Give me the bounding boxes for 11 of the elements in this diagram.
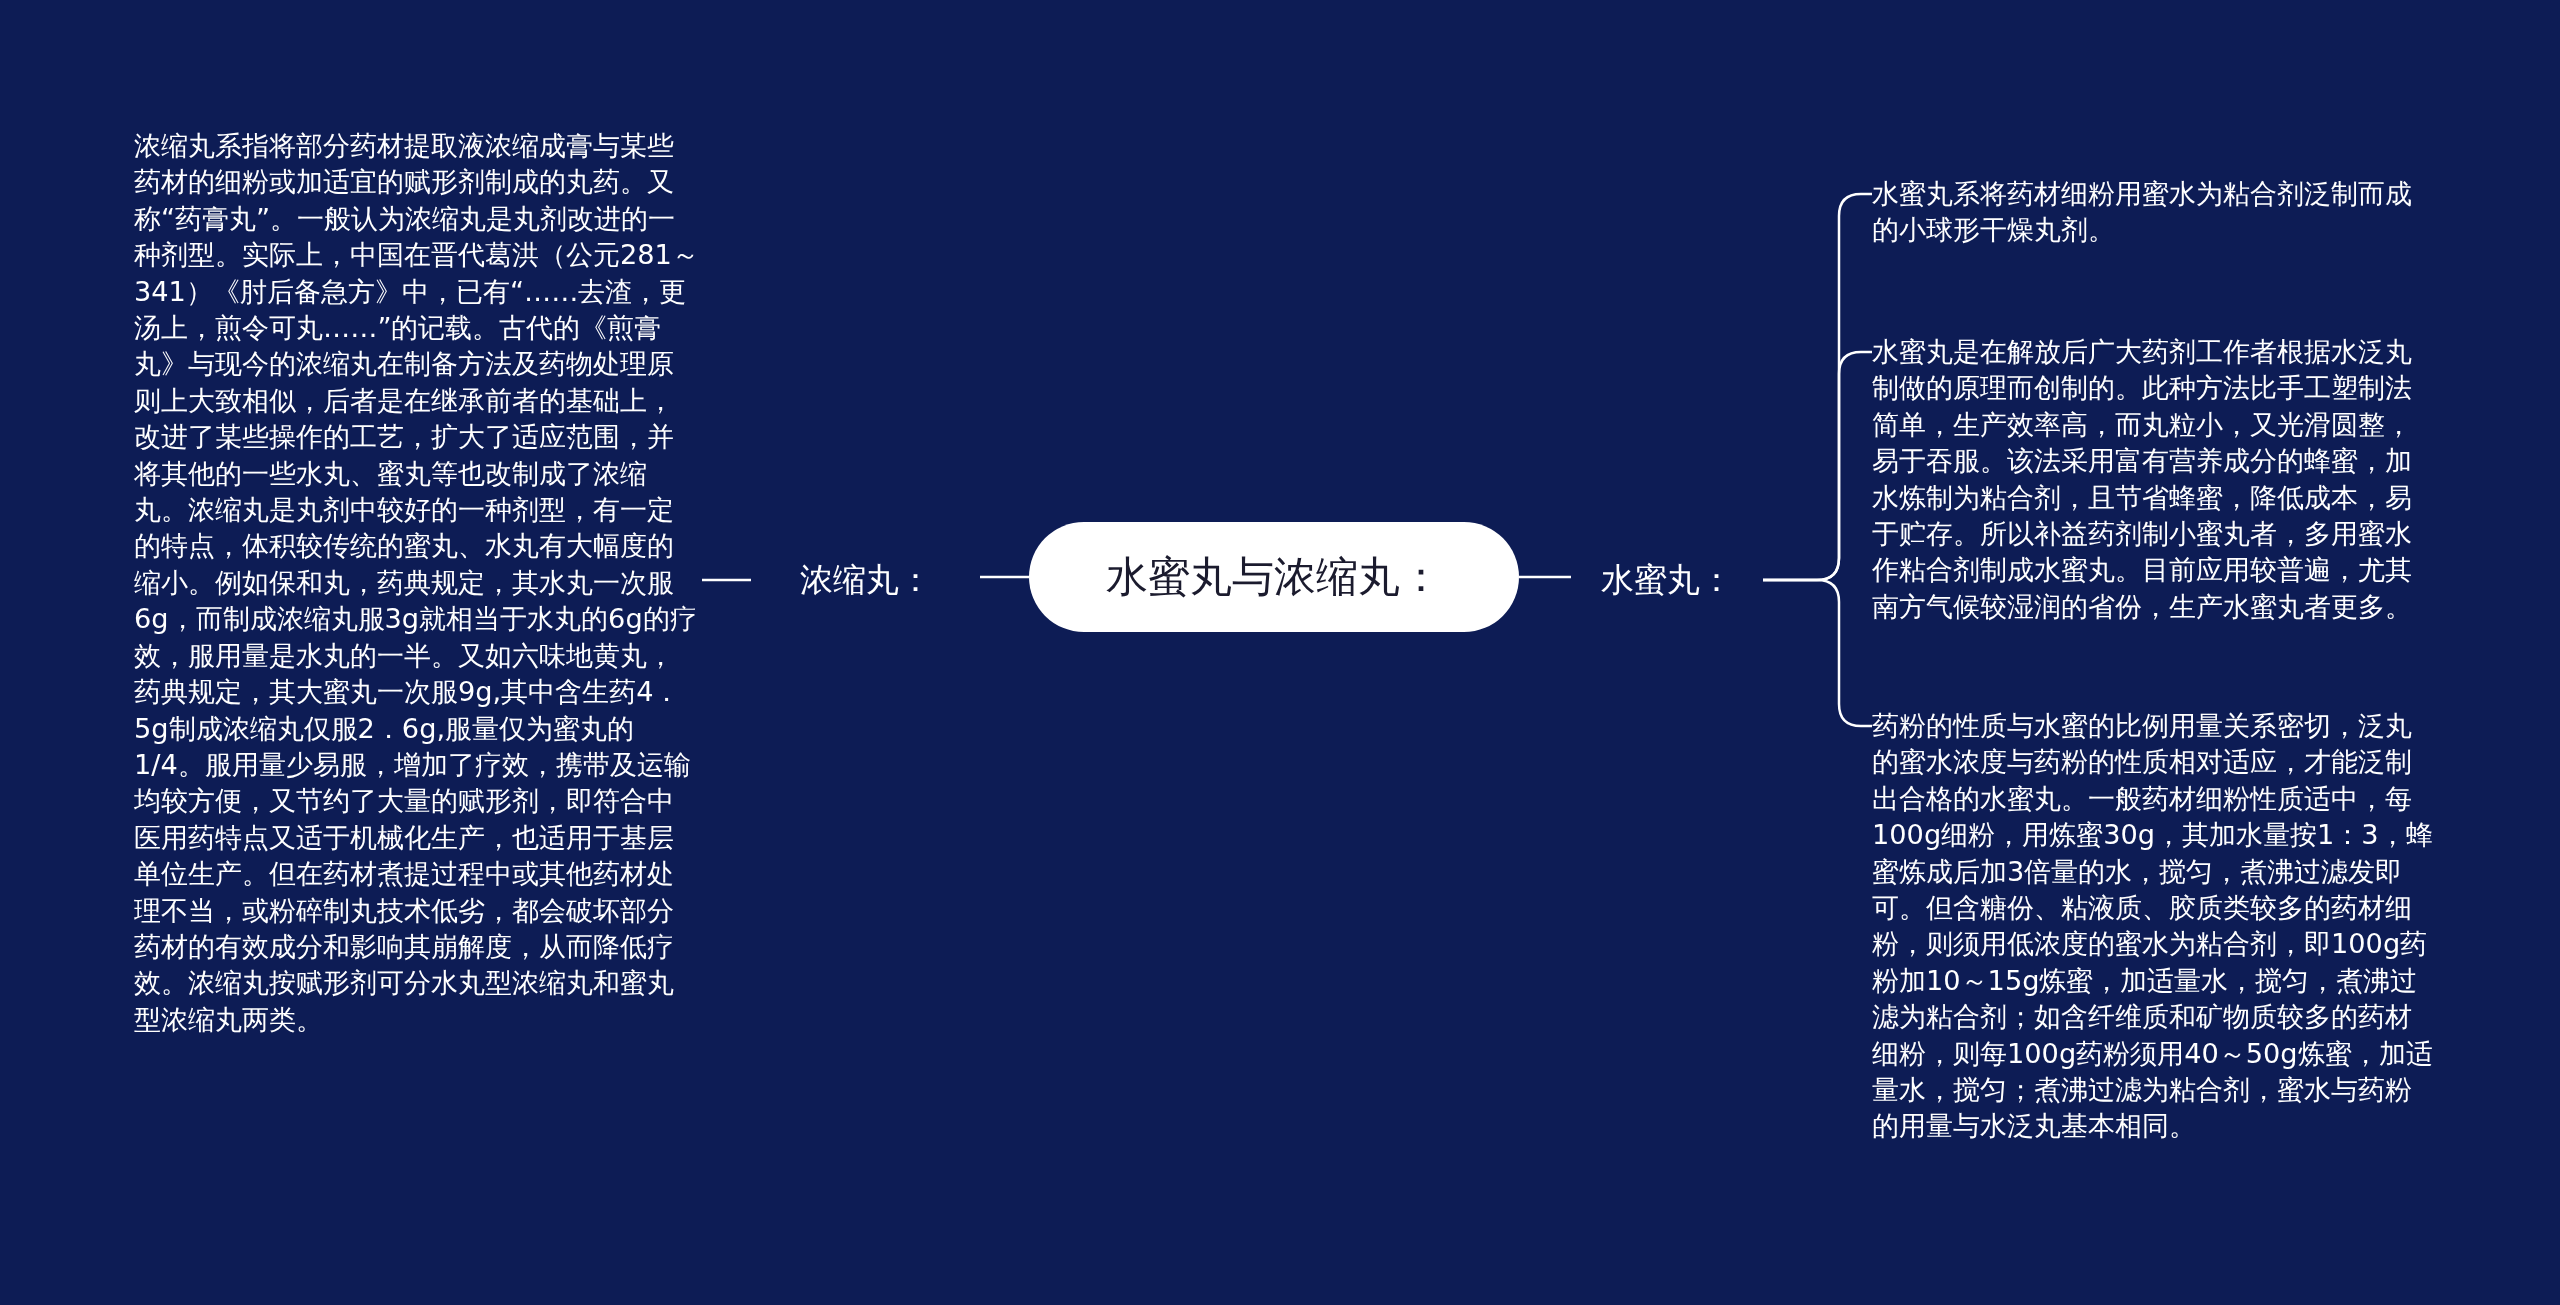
paragraph: 浓缩丸系指将部分药材提取液浓缩成膏与某些药材的细粉或加适宜的赋形剂制成的丸药。又称“药膏丸”。一般认为浓缩丸是丸剂改进的一种剂型。实际上，中国在晋代葛洪（公元281～341）《肘后备急方》中，已有“……去渣，更汤上，煎令可丸……”的记载。古代的《煎膏丸》与现今的浓缩丸在制备方法及药物处理原则上大致相似，后者是在继承前者的基础上，改进了某些操作的工艺，扩大了适应范围，并将其他的一些水丸、蜜丸等也改制成了浓缩丸。浓缩丸是丸剂中较好的一种剂型，有一定的特点，体积较传统的蜜丸、水丸有大幅度的缩小。例如保和丸，药典规定，其水丸一次服6g，而制成浓缩丸服3g就相当于水丸的6g的疗效，服用量是水丸的一半。又如六味地黄丸，药典规定，其大蜜丸一次服9g,其中含生药4．5g制成浓缩丸仅服2．6g,服量仅为蜜丸的1/4。服用量少易服，增加了疗效，携带及运输均较方便，又节约了大量的赋形剂，即符合中医用药特点又适于机械化生产，也适用于基层单位生产。但在药材煮提过程中或其他药材处理不当，或粉碎制丸技术低劣，都会破坏部分药材的有效成分和影响其崩解度，从而降低疗效。浓缩丸按赋形剂可分水丸型浓缩丸和蜜丸型浓缩丸两类。 [134,129,700,1037]
branch-topic: 水蜜丸： [1571,555,1763,605]
paragraph: 药粉的性质与水蜜的比例用量关系密切，泛丸的蜜水浓度与药粉的性质相对适应，才能泛制出合格的水蜜丸。一般药材细粉性质适中，每100g细粉，用炼蜜30g，其加水量按1：3，蜂蜜炼成后加3倍量的水，搅匀，煮沸过滤发即可。但含糖份、粘液质、胶质类较多的药材细粉，则须用低浓度的蜜水为粘合剂，即100g药粉加10～15g炼蜜，加适量水，搅匀，煮沸过滤为粘合剂；如含纤维质和矿物质较多的药材细粉，则每100g药粉须用40～50g炼蜜，加适量水，搅匀；煮沸过滤为粘合剂，蜜水与药粉的用量与水泛丸基本相同。 [1872,709,2434,1144]
connector-line [980,575,1029,579]
paragraph: 水蜜丸是在解放后广大药剂工作者根据水泛丸制做的原理而创制的。此种方法比手工塑制法简单，生产效率高，而丸粒小，又光滑圆整，易于吞服。该法采用富有营养成分的蜂蜜，加水炼制为粘合剂，且节省蜂蜜，降低成本，易于贮存。所以补益药剂制小蜜丸者，多用蜜水作粘合剂制成水蜜丸。目前应用较普遍，尤其南方气候较湿润的省份，生产水蜜丸者更多。 [1872,335,2413,624]
paragraph: 水蜜丸系将药材细粉用蜜水为粘合剂泛制而成的小球形干燥丸剂。 [1872,177,2413,248]
connector-line [1763,578,1872,728]
connector-line [1519,575,1571,579]
connector-line [702,578,751,582]
central-topic-pill: 水蜜丸与浓缩丸： [1029,522,1519,632]
branch-topic: 浓缩丸： [751,555,980,605]
